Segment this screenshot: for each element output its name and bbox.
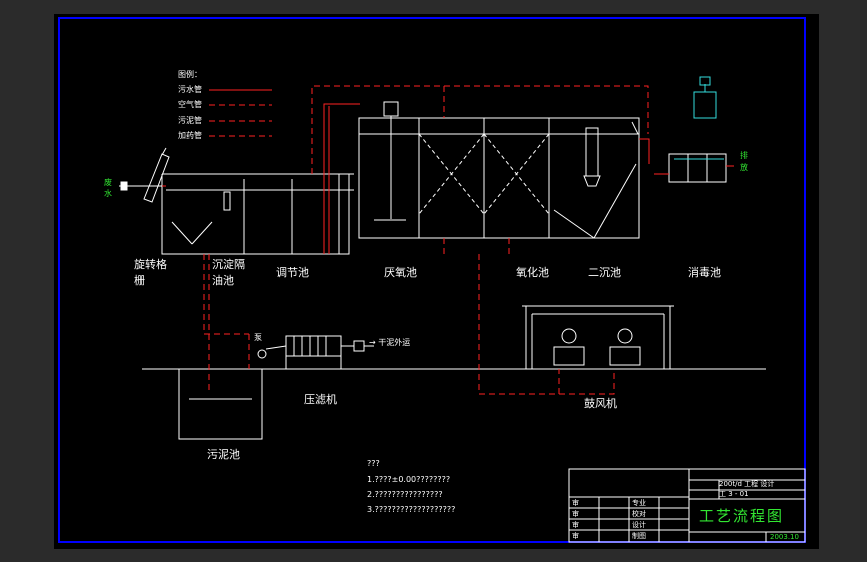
notes-line-3: 3.??????????????????? — [367, 505, 456, 514]
title-block-mid-1: 专业 — [632, 499, 646, 507]
drawing-frame — [58, 17, 806, 543]
blower-house — [522, 305, 674, 369]
legend-title: 图例： — [178, 70, 202, 79]
label-settling: 沉淀隔 — [212, 258, 245, 271]
legend-label-sludge-pipe: 污泥管 — [178, 116, 202, 125]
main-reactor — [358, 101, 640, 239]
title-block-row-1: 审 — [572, 499, 579, 507]
legend-label-dosing-pipe: 加药管 — [178, 131, 202, 140]
label-dry-sludge: → 干泥外运 — [369, 338, 411, 347]
notes-line-1: 1.????±0.00???????? — [367, 475, 451, 484]
legend-label-air-pipe: 空气管 — [178, 100, 202, 109]
notes-heading: ??? — [367, 459, 380, 468]
label-rotary-screen-2: 栅 — [134, 274, 145, 287]
label-secondary: 二沉池 — [588, 266, 621, 279]
title-block-mid-2: 校对 — [632, 510, 646, 518]
air-pipes — [203, 85, 649, 395]
title-block-row-2: 审 — [572, 510, 579, 518]
title-block-mid-4: 制图 — [632, 532, 646, 540]
title-block-frame — [568, 468, 806, 543]
notes-line-2: 2.???????????????? — [367, 490, 443, 499]
label-pump: 泵 — [254, 333, 262, 342]
drawing-title: 工艺流程图 — [699, 507, 785, 525]
label-filter-press: 压滤机 — [304, 393, 337, 406]
sludge-tank — [178, 369, 263, 440]
process-diagram-canvas — [58, 17, 806, 543]
sewage-pipes — [162, 103, 734, 254]
drawing-sheet: 图例： 污水管 空气管 污泥管 加药管 废 水 排 放 旋转格 栅 沉淀隔 油池… — [54, 14, 819, 549]
label-disinfection: 消毒池 — [688, 266, 721, 279]
disinfection-tank — [668, 76, 727, 183]
legend-lines — [209, 89, 272, 137]
label-oxidation: 氧化池 — [516, 266, 549, 279]
title-block-project: 200t/d 工程 设计 — [719, 480, 775, 488]
rotary-screen — [119, 147, 170, 203]
label-blower: 鼓风机 — [584, 397, 617, 410]
inflow-label-1: 废 — [104, 178, 112, 187]
label-sludge-tank: 污泥池 — [207, 448, 240, 461]
title-block-mid-3: 设计 — [632, 521, 646, 529]
regulating-tank — [292, 174, 350, 255]
outflow-label-2: 放 — [740, 163, 748, 172]
inflow-label-2: 水 — [104, 189, 112, 198]
label-rotary-screen: 旋转格 — [134, 258, 167, 271]
title-block-date: 2003.10 — [770, 533, 799, 541]
legend-label-sewage-pipe: 污水管 — [178, 85, 202, 94]
label-settling-2: 油池 — [212, 274, 234, 287]
label-anaerobic: 厌氧池 — [384, 266, 417, 279]
settling-tank — [161, 173, 354, 255]
outflow-label-1: 排 — [740, 151, 748, 160]
title-block-number: 工 3 - 01 — [719, 490, 749, 498]
title-block-row-4: 审 — [572, 532, 579, 540]
title-block-row-3: 审 — [572, 521, 579, 529]
label-regulating: 调节池 — [276, 266, 309, 279]
filter-press — [257, 335, 374, 369]
